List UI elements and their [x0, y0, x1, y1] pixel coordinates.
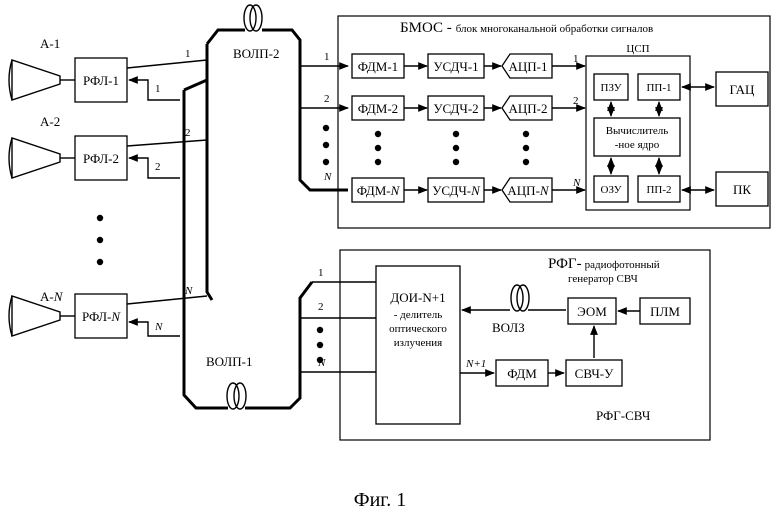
volp-2-coil-icon [244, 5, 262, 31]
antenna-n-label: А-N [40, 289, 64, 304]
svg-text:N: N [323, 171, 332, 183]
volp-1-label: ВОЛП-1 [206, 354, 252, 369]
antenna-2: А-2 [9, 114, 75, 178]
svg-text:2: 2 [573, 95, 579, 107]
svg-text:РФЛ-1: РФЛ-1 [83, 73, 119, 88]
svg-text:1: 1 [324, 51, 330, 63]
rfl-1: РФЛ-1 [75, 58, 127, 102]
fdm-2: ФДМ-2 [352, 96, 404, 120]
svg-text:излучения: излучения [394, 337, 442, 349]
csp-label: ЦСП [626, 43, 649, 55]
volz-label: ВОЛЗ [492, 320, 525, 335]
pp-2: ПП-2 [638, 176, 680, 202]
rfl-n-out [127, 296, 207, 304]
svch-u: СВЧ-У [566, 360, 622, 386]
svg-text:генератор СВЧ: генератор СВЧ [568, 273, 638, 285]
svg-text:оптического: оптического [389, 323, 447, 335]
svg-text:ФДМ-N: ФДМ-N [357, 183, 401, 198]
svg-text:ПК: ПК [733, 182, 751, 197]
antenna-n: А-N [9, 289, 75, 336]
rfl-1-out [127, 60, 207, 68]
acp-1: АЦП-1 [502, 54, 552, 78]
ozu: ОЗУ [594, 176, 628, 202]
svg-text:УСДЧ-2: УСДЧ-2 [433, 101, 478, 116]
fdm-n: ФДМ-N [352, 178, 404, 202]
svg-text:АЦП-N: АЦП-N [507, 183, 550, 198]
ellipsis-dot [97, 215, 103, 221]
usdch-n: УСДЧ-N [428, 178, 484, 202]
svg-text:РФЛ-N: РФЛ-N [82, 309, 121, 324]
svg-text:1: 1 [185, 48, 191, 60]
eom: ЭОМ [568, 298, 616, 324]
svg-text:1: 1 [318, 267, 324, 279]
fdm-rfg: ФДМ [496, 360, 548, 386]
volp-2-top-left [207, 30, 245, 44]
rfl-2: РФЛ-2 [75, 136, 127, 180]
svg-text:2: 2 [318, 301, 324, 313]
volz-coil-icon [511, 285, 529, 311]
pk: ПК [716, 172, 768, 206]
svg-text:ЭОМ: ЭОМ [577, 304, 607, 319]
svg-text:-ное ядро: -ное ядро [615, 139, 660, 151]
svg-text:N: N [572, 177, 581, 189]
svg-text:ФДМ: ФДМ [507, 366, 537, 381]
doi-splitter: ДОИ-N+1 - делитель оптического излучения [376, 266, 460, 424]
volp-1-coil-icon [227, 383, 246, 409]
rfg-title: РФГ-радиофотонный [548, 256, 660, 272]
svg-text:- делитель: - делитель [394, 309, 442, 321]
antenna-1-label: А-1 [40, 36, 60, 51]
bmos-title: БМОС -блок многоканальной обработки сигн… [400, 20, 653, 36]
svg-text:УСДЧ-1: УСДЧ-1 [433, 59, 478, 74]
svg-text:ПП-1: ПП-1 [646, 82, 671, 94]
svg-text:N: N [154, 321, 163, 333]
svg-text:СВЧ-У: СВЧ-У [575, 366, 614, 381]
volp-1-right [245, 282, 312, 408]
svg-text:ДОИ-N+1: ДОИ-N+1 [390, 290, 445, 305]
svg-text:1: 1 [573, 53, 579, 65]
pp-1: ПП-1 [638, 74, 680, 100]
fdm-1: ФДМ-1 [352, 54, 404, 78]
svg-text:N+1: N+1 [465, 358, 486, 370]
plm: ПЛМ [640, 298, 690, 324]
figure-caption: Фиг. 1 [354, 489, 406, 511]
svg-text:ПЛМ: ПЛМ [650, 304, 680, 319]
acp-2: АЦП-2 [502, 96, 552, 120]
svg-text:ОЗУ: ОЗУ [601, 184, 622, 196]
svg-text:АЦП-1: АЦП-1 [509, 59, 548, 74]
svg-text:2: 2 [185, 127, 191, 139]
pzu: ПЗУ [594, 74, 628, 100]
acp-n: АЦП-N [502, 178, 552, 202]
svg-text:ФДМ-1: ФДМ-1 [358, 59, 398, 74]
ellipsis-dot [97, 237, 103, 243]
computing-core: Вычислитель -ное ядро [594, 118, 680, 156]
svg-text:АЦП-2: АЦП-2 [509, 101, 548, 116]
svg-text:ФДМ-2: ФДМ-2 [358, 101, 398, 116]
svg-text:УСДЧ-N: УСДЧ-N [432, 183, 481, 198]
rfg-svch-label: РФГ-СВЧ [596, 408, 651, 423]
svg-text:РФЛ-2: РФЛ-2 [83, 151, 119, 166]
svg-text:ПП-2: ПП-2 [646, 184, 671, 196]
usdch-2: УСДЧ-2 [428, 96, 484, 120]
rfl-n: РФЛ-N [75, 294, 127, 338]
rfl-2-out [127, 140, 207, 146]
ellipsis-dot [97, 259, 103, 265]
svg-text:ПЗУ: ПЗУ [601, 82, 622, 94]
volp-2-label: ВОЛП-2 [233, 46, 279, 61]
svg-text:2: 2 [155, 161, 161, 173]
svg-text:Вычислитель: Вычислитель [606, 125, 669, 137]
antenna-1: А-1 [9, 36, 75, 100]
svg-text:2: 2 [324, 93, 330, 105]
volp-1-joint [184, 80, 207, 90]
usdch-1: УСДЧ-1 [428, 54, 484, 78]
volp-2-left [207, 44, 212, 300]
antenna-2-label: А-2 [40, 114, 60, 129]
svg-text:ГАЦ: ГАЦ [730, 82, 755, 97]
gac: ГАЦ [716, 72, 768, 106]
svg-text:1: 1 [155, 83, 161, 95]
